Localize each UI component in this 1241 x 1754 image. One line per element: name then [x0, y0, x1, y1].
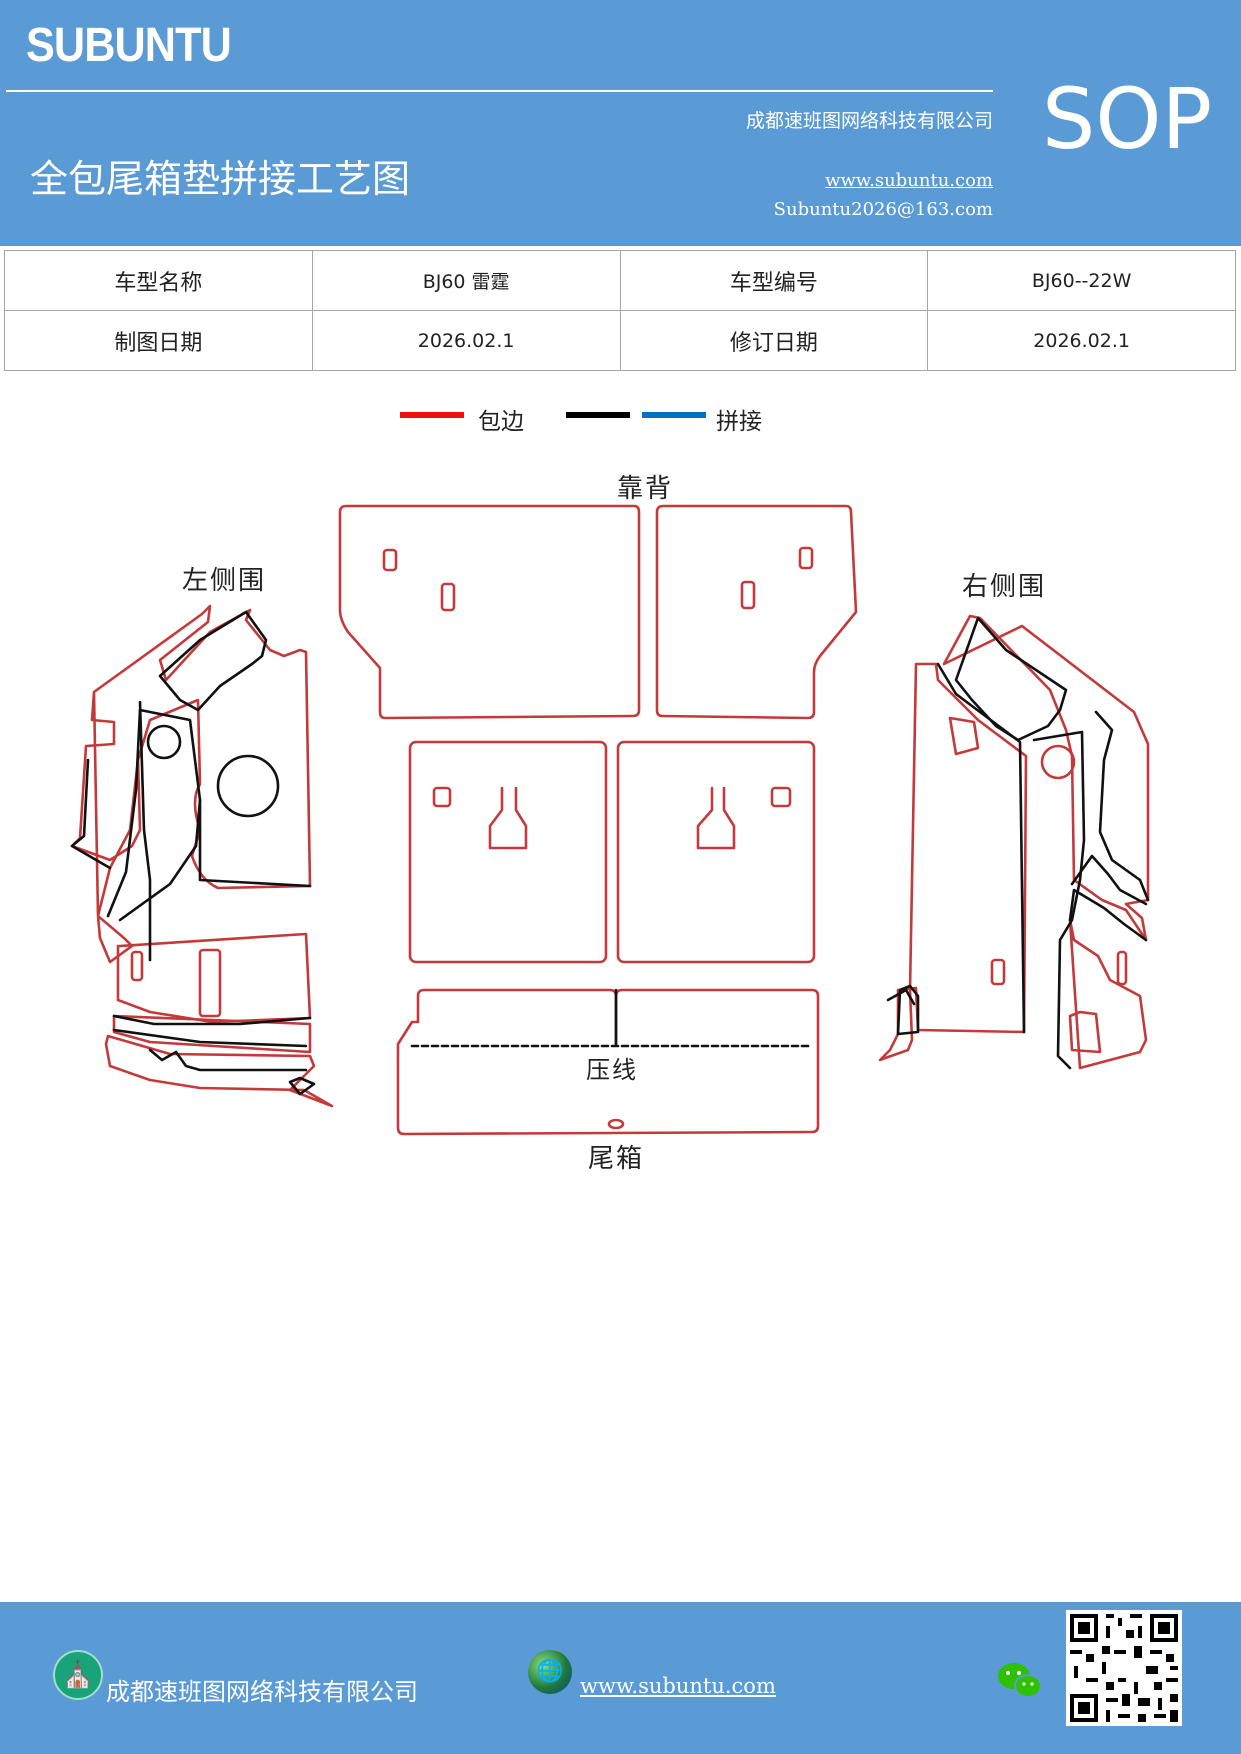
right-splice-5	[1070, 854, 1148, 906]
table-row: 制图日期 2026.02.1 修订日期 2026.02.1	[4, 310, 1236, 371]
back-panel-right-slot-1	[798, 546, 814, 570]
table-row: 车型名称 BJ60 雷霆 车型编号 BJ60--22W	[4, 250, 1236, 311]
right-side-panel	[878, 662, 1028, 1062]
back-panel-left-slot-1	[382, 548, 398, 572]
building-icon: ⛪	[53, 1650, 103, 1700]
back-panel-right	[655, 504, 858, 720]
footer-company: 成都速班图网络科技有限公司	[106, 1678, 418, 1706]
right-side-notch	[1068, 1010, 1102, 1054]
header-divider	[6, 90, 993, 92]
table-cell: 修订日期	[619, 310, 929, 371]
right-side-hole-1	[948, 716, 980, 756]
footer-website-link[interactable]: www.subuntu.com	[580, 1674, 776, 1698]
floor-panel-right	[616, 740, 816, 964]
floor-panel-left-notch	[488, 786, 528, 850]
right-splice-6	[1068, 888, 1148, 942]
splice-diagram	[70, 504, 1150, 1136]
left-side-outer	[70, 604, 312, 964]
left-splice-5	[138, 700, 152, 962]
left-splice-4	[118, 798, 202, 922]
left-splice-3	[106, 708, 142, 918]
table-cell: 2026.02.1	[311, 310, 621, 371]
legend-label-splice: 拼接	[716, 409, 762, 435]
right-splice-2	[954, 616, 1068, 742]
globe-icon: 🌐	[528, 1650, 572, 1694]
right-side-circle	[1040, 744, 1076, 780]
label-left-side: 左侧围	[182, 566, 267, 596]
legend: 包边 拼接	[400, 402, 820, 438]
wechat-icon	[998, 1663, 1042, 1698]
table-cell: 车型名称	[4, 250, 313, 311]
back-panel-left	[338, 504, 641, 720]
legend-label-edge: 包边	[478, 409, 524, 435]
table-cell: 制图日期	[4, 310, 313, 371]
left-strip-slot-2	[198, 948, 222, 1018]
left-splice-2	[138, 708, 312, 888]
table-cell: 2026.02.1	[927, 310, 1236, 371]
header-banner: SUBUNTU 成都速班图网络科技有限公司 全包尾箱垫拼接工艺图 www.sub…	[0, 0, 1241, 246]
table-cell: 车型编号	[619, 250, 929, 311]
table-cell: BJ60 雷霆	[311, 250, 621, 311]
left-strip-slot-1	[130, 950, 144, 982]
right-splice-4	[1094, 710, 1150, 902]
label-crease: 压线	[586, 1056, 638, 1084]
left-splice-10	[288, 1076, 316, 1096]
right-side-rear	[1068, 918, 1148, 1070]
left-splice-7	[112, 1014, 312, 1026]
right-side-outer	[942, 614, 1150, 942]
floor-panel-left-slot	[432, 786, 452, 808]
legend-swatch-splice	[642, 412, 706, 418]
document-title: 全包尾箱垫拼接工艺图	[30, 157, 411, 201]
floor-panel-right-notch	[696, 786, 736, 850]
right-side-slot-1	[990, 958, 1006, 986]
left-splice-9	[148, 1048, 308, 1072]
footer-banner: ⛪ 成都速班图网络科技有限公司 🌐 www.subuntu.com	[0, 1602, 1241, 1754]
right-splice-8	[886, 988, 916, 1006]
right-splice-7	[896, 984, 920, 1036]
trunk-hole	[607, 1118, 625, 1130]
left-side-small-circle	[146, 724, 182, 760]
right-side-slot-2	[1116, 950, 1128, 986]
left-splice-1	[158, 610, 268, 712]
left-splice-6	[70, 758, 112, 870]
back-panel-right-slot-2	[740, 580, 756, 610]
label-back: 靠背	[617, 474, 674, 504]
qr-code[interactable]	[1066, 1610, 1182, 1726]
floor-panel-right-slot	[770, 786, 792, 808]
legend-swatch-black	[566, 412, 630, 418]
left-strip-1	[116, 932, 312, 1024]
floor-panel-left	[408, 740, 608, 964]
brand-logo: SUBUNTU	[26, 19, 232, 72]
label-right-side: 右侧围	[962, 572, 1047, 602]
vehicle-info-table: 车型名称 BJ60 雷霆 车型编号 BJ60--22W 制图日期 2026.02…	[4, 250, 1236, 371]
left-splice-8	[112, 1028, 308, 1048]
sop-label: SOP	[1042, 70, 1213, 168]
header-website-link[interactable]: www.subuntu.com	[825, 170, 993, 191]
header-company: 成都速班图网络科技有限公司	[745, 110, 993, 132]
table-cell: BJ60--22W	[927, 250, 1236, 311]
trunk-panel	[396, 988, 820, 1136]
back-panel-left-slot-2	[440, 582, 456, 612]
legend-swatch-edge	[400, 412, 464, 418]
label-trunk: 尾箱	[588, 1144, 645, 1174]
header-email: Subuntu2026@163.com	[773, 199, 993, 220]
left-side-large-circle	[216, 754, 280, 818]
left-strip-3	[104, 1034, 334, 1108]
right-splice-3	[1032, 730, 1086, 1070]
